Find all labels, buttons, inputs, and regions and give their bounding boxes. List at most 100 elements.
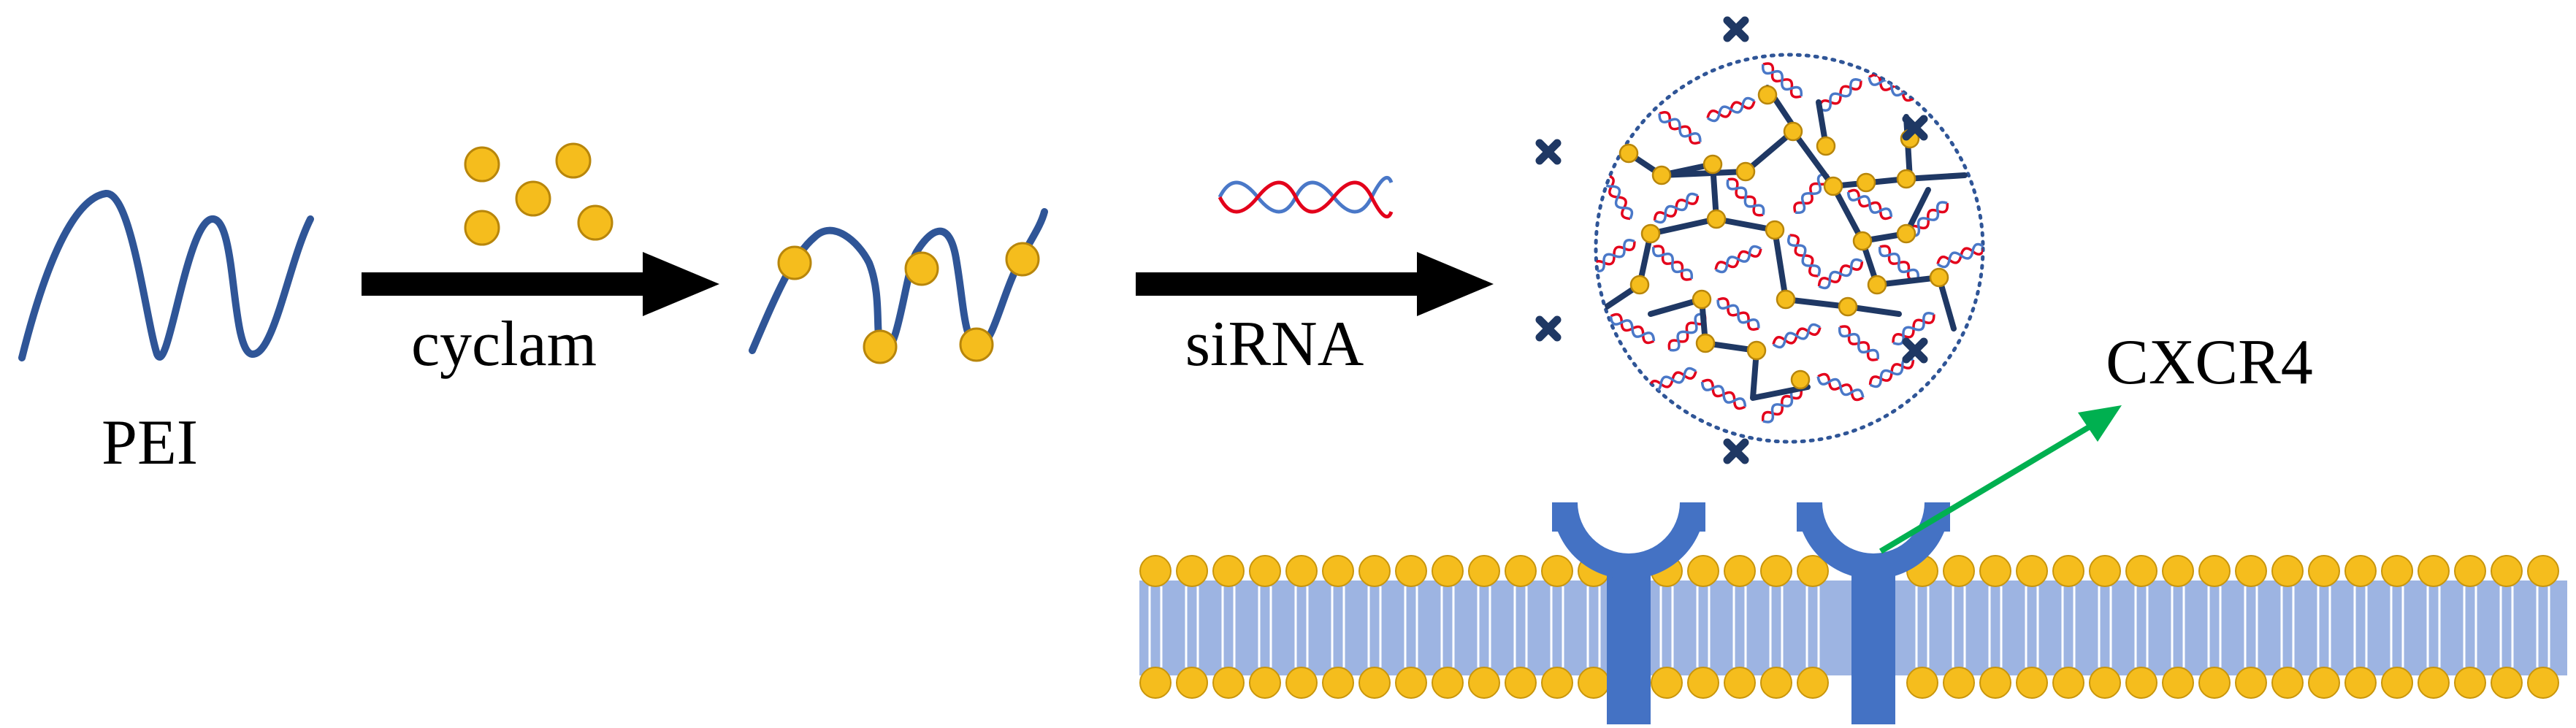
surface-marker-icon: [1535, 139, 1562, 165]
lipid-head-icon: [2271, 555, 2304, 587]
pei-label: PEI: [102, 407, 198, 478]
polyplex-nanoparticle-icon: [1594, 53, 1985, 444]
lipid-head-icon: [1505, 667, 1537, 699]
lipid-head-icon: [2125, 555, 2158, 587]
sirna-strand-icon: [1716, 296, 1760, 332]
lipid-head-icon: [1724, 555, 1756, 587]
lipid-head-icon: [1687, 555, 1719, 587]
cyclam-label: cyclam: [411, 309, 597, 380]
lipid-head-icon: [1541, 667, 1573, 699]
lipid-head-icon: [1395, 667, 1427, 699]
sirna-strand-icon: [1653, 192, 1700, 224]
lipid-head-icon: [2235, 555, 2267, 587]
lipid-head-icon: [2308, 667, 2340, 699]
lipid-head-icon: [2527, 667, 2559, 699]
lipid-head-icon: [1285, 667, 1318, 699]
lipid-head-icon: [1906, 667, 1938, 699]
lipid-head-icon: [1249, 555, 1281, 587]
lipid-head-icon: [1432, 667, 1464, 699]
lipid-head-icon: [2162, 555, 2194, 587]
lipid-head-icon: [2198, 555, 2231, 587]
pei-polymer-icon: [18, 190, 314, 361]
lipid-head-icon: [2308, 555, 2340, 587]
lipid-head-icon: [1322, 555, 1354, 587]
lipid-head-icon: [2381, 667, 2413, 699]
lipid-head-icon: [1943, 667, 1975, 699]
sirna-strand-icon: [1819, 77, 1862, 112]
lipid-head-icon: [1212, 555, 1245, 587]
sirna-strand-icon: [1816, 372, 1865, 402]
lipid-head-icon: [2454, 555, 2486, 587]
sirna-strand-icon: [1786, 234, 1822, 277]
lipid-head-icon: [1468, 555, 1500, 587]
lipid-head-icon: [1979, 555, 2011, 587]
surface-marker-icon: [1535, 315, 1562, 342]
sirna-strand-icon: [1878, 245, 1920, 281]
sirna-strand-icon: [1714, 245, 1762, 274]
lipid-head-icon: [2235, 667, 2267, 699]
sirna-strand-icon: [1772, 323, 1822, 349]
lipid-head-icon: [2016, 555, 2048, 587]
lipid-head-icon: [2271, 667, 2304, 699]
lipid-head-icon: [1139, 555, 1172, 587]
lipid-head-icon: [2454, 667, 2486, 699]
sirna-strand-icon: [1658, 110, 1702, 145]
lipid-head-icon: [2418, 555, 2450, 587]
lipid-head-icon: [2125, 667, 2158, 699]
reaction-arrow-1-icon: [362, 252, 719, 316]
lipid-head-icon: [2052, 555, 2084, 587]
lipid-head-icon: [2089, 667, 2121, 699]
lipid-head-icon: [1432, 555, 1464, 587]
sirna-strand-icon: [1726, 177, 1765, 217]
lipid-head-icon: [1651, 667, 1683, 699]
lipid-head-icon: [1395, 555, 1427, 587]
lipid-head-icon: [1943, 555, 1975, 587]
sirna-label: siRNA: [1185, 309, 1364, 380]
lipid-head-icon: [1760, 555, 1792, 587]
sirna-strand-icon: [1651, 245, 1694, 281]
sirna-strand-icon: [1609, 313, 1656, 345]
sirna-strand-icon: [1838, 325, 1880, 361]
pei-cyclam-conjugate-icon: [749, 208, 1048, 364]
cxcr4-pointer-arrow-icon: [1879, 405, 2122, 554]
sirna-strand-icon: [1846, 188, 1893, 221]
cxcr4-receptor-icon: [1552, 502, 1705, 724]
lipid-head-icon: [1322, 667, 1354, 699]
lipid-head-icon: [1979, 667, 2011, 699]
lipid-head-icon: [1176, 667, 1208, 699]
lipid-head-icon: [1797, 555, 1829, 587]
lipid-head-icon: [2491, 667, 2523, 699]
lipid-head-icon: [2162, 667, 2194, 699]
lipid-head-icon: [1541, 555, 1573, 587]
lipid-head-icon: [1285, 555, 1318, 587]
reaction-arrow-2-icon: [1136, 252, 1494, 316]
lipid-head-icon: [2016, 667, 2048, 699]
sirna-strand-icon: [1907, 201, 1949, 237]
lipid-head-icon: [2344, 555, 2377, 587]
surface-marker-icon: [1902, 337, 1928, 364]
encapsulated-sirna-group: [1596, 62, 1983, 424]
lipid-head-icon: [1249, 667, 1281, 699]
lipid-head-icon: [1505, 555, 1537, 587]
lipid-head-icon: [1578, 667, 1610, 699]
lipid-head-icon: [1358, 555, 1391, 587]
sirna-strand-icon: [1596, 238, 1636, 273]
lipid-head-icon: [1358, 667, 1391, 699]
lipid-head-icon: [1139, 667, 1172, 699]
lipid-head-icon: [2344, 667, 2377, 699]
lipid-head-icon: [1176, 555, 1208, 587]
surface-markers: [1535, 16, 1928, 464]
sirna-strand-icon: [1648, 367, 1697, 393]
lipid-head-icon: [1468, 667, 1500, 699]
lipid-head-icon: [1760, 667, 1792, 699]
sirna-strand-icon: [1700, 378, 1747, 410]
sirna-strand-icon: [1936, 242, 1983, 269]
sirna-duplex-icon: [1218, 175, 1394, 219]
lipid-head-icon: [2052, 667, 2084, 699]
surface-marker-icon: [1723, 16, 1749, 42]
lipid-head-icon: [2381, 555, 2413, 587]
sirna-strand-icon: [1817, 258, 1864, 290]
lipid-head-icon: [1212, 667, 1245, 699]
